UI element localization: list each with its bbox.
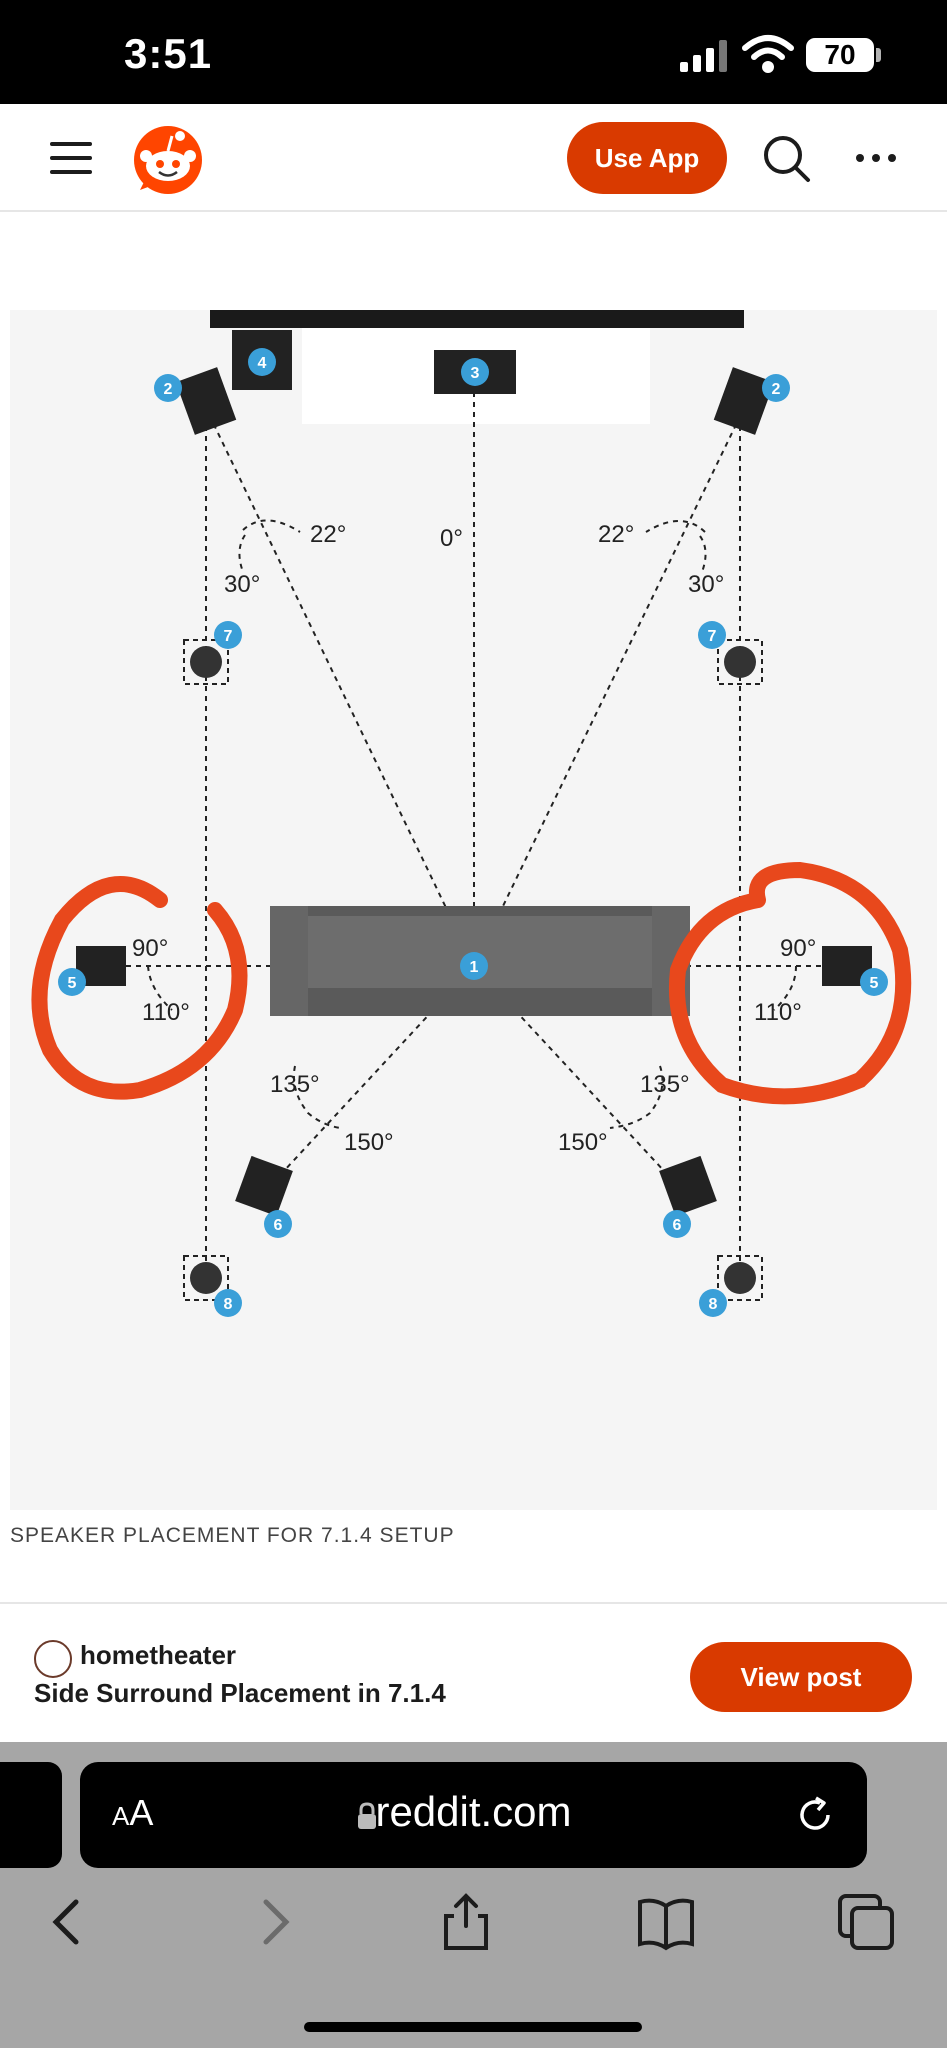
post-card: hometheater Side Surround Placement in 7… [0,1602,947,1744]
tabs-icon[interactable] [836,1892,896,1952]
badge-height-front-left: 7 [224,628,233,645]
badge-side-left: 5 [68,975,77,992]
right-side-highlight-circle [669,861,912,1105]
subreddit-icon [34,1640,72,1678]
url-text: reddit.com [375,1788,572,1835]
hamburger-menu-icon[interactable] [50,142,92,174]
diagram-caption: SPEAKER PLACEMENT FOR 7.1.4 SETUP [10,1524,455,1547]
subreddit-name[interactable]: hometheater [80,1640,237,1670]
reader-settings-button[interactable]: AA [112,1792,154,1833]
guide-lines [96,372,850,1278]
lock-icon [358,1802,376,1829]
left-side-highlight-circle [31,876,248,1100]
cellular-signal-icon [680,40,727,72]
address-bar[interactable]: AA reddit.com [80,1762,867,1868]
badge-front-right: 2 [772,381,781,398]
wifi-icon [742,35,794,73]
reload-icon[interactable] [794,1794,836,1836]
view-post-button[interactable]: View post [690,1642,912,1712]
height-front-right-speaker [717,639,763,685]
badge-rear-right: 6 [673,1217,682,1234]
angle-label-135-left: 135° [270,1071,320,1098]
more-options-icon[interactable] [856,154,896,164]
battery-cap [876,48,881,62]
forward-icon[interactable] [242,1892,302,1952]
badge-rear-left: 6 [274,1217,283,1234]
angle-label-110-right: 110° [754,999,802,1026]
front-right-speaker [713,367,775,435]
share-icon[interactable] [436,1892,496,1952]
height-rear-left-speaker [183,1255,229,1301]
height-front-left-speaker [183,639,229,685]
post-title[interactable]: Side Surround Placement in 7.1.4 [34,1678,446,1708]
badge-listener: 1 [470,959,479,976]
home-indicator[interactable] [304,2022,642,2032]
angle-label-30-right: 30° [688,571,724,598]
angle-label-22-left: 22° [310,521,346,548]
badge-height-front-right: 7 [708,628,717,645]
rear-right-speaker [659,1155,717,1217]
use-app-button[interactable]: Use App [567,122,727,194]
browser-toolbar: AA reddit.com [0,1742,947,2048]
rear-left-speaker [235,1155,293,1217]
badge-center: 3 [471,365,480,382]
badge-subwoofer: 4 [258,355,267,372]
battery-indicator: 70 [806,38,874,72]
angle-label-0: 0° [440,525,463,552]
reddit-header: Use App [0,104,947,212]
badge-side-right: 5 [870,975,879,992]
angle-label-22-right: 22° [598,521,634,548]
angle-label-90-left: 90° [132,935,168,962]
badge-height-rear-right: 8 [709,1296,718,1313]
previous-tab-preview[interactable] [0,1762,62,1868]
front-left-speaker [175,367,237,435]
reddit-logo-icon[interactable] [132,124,204,196]
back-icon[interactable] [40,1892,100,1952]
angle-label-30-left: 30° [224,571,260,598]
angle-label-90-right: 90° [780,935,816,962]
angle-label-110-left: 110° [142,999,190,1026]
height-rear-right-speaker [717,1255,763,1301]
highlight-circles [31,861,912,1105]
angle-label-150-right: 150° [558,1129,608,1156]
status-bar: 3:51 70 [0,0,947,104]
bookmarks-icon[interactable] [636,1892,696,1952]
tv-screen [210,310,744,328]
angle-label-150-left: 150° [344,1129,394,1156]
search-icon[interactable] [762,134,812,184]
status-time: 3:51 [124,30,213,77]
speaker-placement-diagram: 1 2 2 3 4 7 7 5 5 6 6 8 8 22° 0° 22° 30°… [10,310,937,1510]
badge-front-left: 2 [164,381,173,398]
angle-label-135-right: 135° [640,1071,690,1098]
diagram-svg: 1 2 2 3 4 7 7 5 5 6 6 8 8 22° 0° 22° 30°… [31,310,912,1317]
badge-height-rear-left: 8 [224,1296,233,1313]
